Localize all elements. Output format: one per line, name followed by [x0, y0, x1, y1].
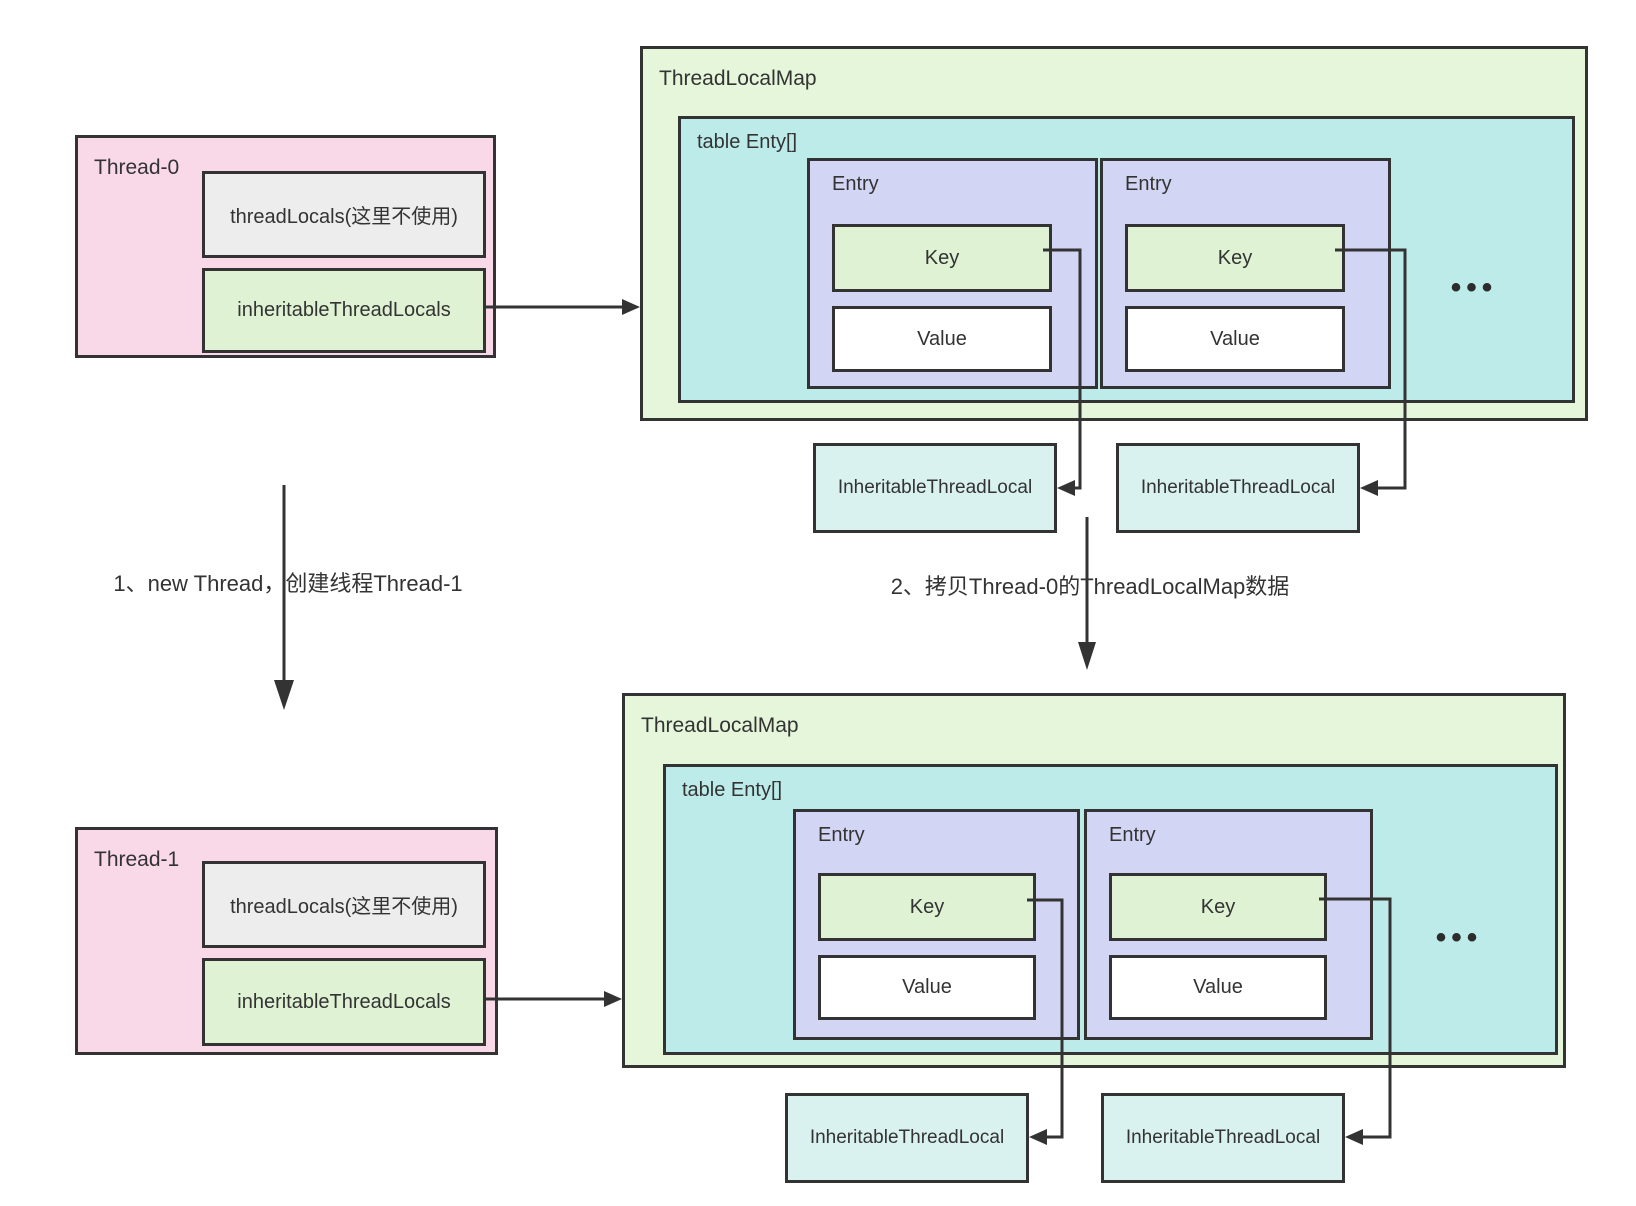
thread0-threadlocals-box: threadLocals(这里不使用) — [202, 171, 486, 258]
entry-value-label: Value — [902, 976, 952, 998]
entry-value-label: Value — [917, 327, 967, 350]
thread0-entry-1: Entry Key Value — [807, 158, 1098, 389]
arrowhead — [1057, 480, 1075, 496]
entry-key-box: Key — [818, 873, 1036, 941]
thread1-box: Thread-1 threadLocals(这里不使用) inheritable… — [75, 827, 498, 1055]
thread1-table-entry-label: table Enty[] — [682, 779, 783, 801]
thread0-inheritablethreadlocals-label: inheritableThreadLocals — [237, 299, 451, 321]
thread0-inheritablethreadlocal-ref-2: InheritableThreadLocal — [1116, 443, 1360, 533]
thread1-inheritablethreadlocal-ref-2: InheritableThreadLocal — [1101, 1093, 1345, 1183]
thread1-threadlocalmap-title: ThreadLocalMap — [641, 714, 799, 737]
inheritablethreadlocal-label: InheritableThreadLocal — [1140, 477, 1336, 498]
thread0-entry-2: Entry Key Value — [1100, 158, 1391, 389]
entry-key-label: Key — [909, 895, 945, 918]
step1-new-thread-label: 1、new Thread，创建线程Thread-1 — [113, 571, 463, 596]
ellipsis-more-entries: ••• — [1435, 921, 1483, 954]
thread1-inheritablethreadlocals-label: inheritableThreadLocals — [237, 990, 451, 1013]
thread1-threadlocals-label: threadLocals(这里不使用) — [230, 896, 458, 918]
inheritablethreadlocal-label: InheritableThreadLocal — [809, 1127, 1005, 1148]
thread0-table-entry-label: table Enty[] — [697, 131, 798, 153]
arrowhead — [1360, 480, 1378, 496]
entry-label: Entry — [818, 824, 865, 846]
entry-value-box: Value — [832, 306, 1052, 372]
entry-label: Entry — [832, 173, 879, 195]
thread1-title: Thread-1 — [94, 848, 180, 871]
arrowhead — [604, 991, 622, 1007]
thread0-threadlocals-label: threadLocals(这里不使用) — [230, 206, 458, 228]
entry-value-label: Value — [1210, 327, 1260, 350]
entry-value-label: Value — [1193, 976, 1243, 998]
arrowhead — [1078, 642, 1096, 670]
thread0-inheritablethreadlocals-box: inheritableThreadLocals — [202, 268, 486, 353]
thread1-inheritablethreadlocals-box: inheritableThreadLocals — [202, 958, 486, 1046]
arrowhead — [1345, 1129, 1363, 1145]
entry-key-box: Key — [1125, 224, 1345, 292]
entry-value-box: Value — [1125, 306, 1345, 372]
step2-copy-map-label: 2、拷贝Thread-0的ThreadLocalMap数据 — [890, 574, 1290, 599]
inheritablethreadlocal-label: InheritableThreadLocal — [1125, 1127, 1321, 1148]
entry-label: Entry — [1109, 824, 1156, 846]
thread0-threadlocalmap-title: ThreadLocalMap — [659, 67, 817, 90]
entry-value-box: Value — [818, 955, 1036, 1020]
thread1-threadlocals-box: threadLocals(这里不使用) — [202, 861, 486, 948]
arrowhead — [274, 680, 294, 710]
entry-label: Entry — [1125, 173, 1172, 195]
arrowhead — [622, 299, 640, 315]
entry-key-label: Key — [1200, 895, 1236, 918]
thread1-inheritablethreadlocal-ref-1: InheritableThreadLocal — [785, 1093, 1029, 1183]
thread1-table-entry-array-box: table Enty[] Entry Key Value Entry Key V… — [663, 764, 1558, 1055]
thread1-entry-2: Entry Key Value — [1084, 809, 1373, 1040]
entry-key-label: Key — [1217, 246, 1253, 269]
thread0-inheritablethreadlocal-ref-1: InheritableThreadLocal — [813, 443, 1057, 533]
thread1-threadlocalmap-box: ThreadLocalMap table Enty[] Entry Key Va… — [622, 693, 1566, 1068]
entry-key-box: Key — [1109, 873, 1327, 941]
entry-key-label: Key — [924, 246, 960, 269]
entry-key-box: Key — [832, 224, 1052, 292]
entry-value-box: Value — [1109, 955, 1327, 1020]
thread0-box: Thread-0 threadLocals(这里不使用) inheritable… — [75, 135, 496, 358]
inheritablethreadlocal-label: InheritableThreadLocal — [837, 477, 1033, 498]
thread0-title: Thread-0 — [94, 156, 180, 179]
thread0-table-entry-array-box: table Enty[] Entry Key Value Entry Key V… — [678, 116, 1575, 403]
thread0-threadlocalmap-box: ThreadLocalMap table Enty[] Entry Key Va… — [640, 46, 1588, 421]
ellipsis-more-entries: ••• — [1450, 271, 1498, 304]
thread1-entry-1: Entry Key Value — [793, 809, 1080, 1040]
arrowhead — [1029, 1129, 1047, 1145]
